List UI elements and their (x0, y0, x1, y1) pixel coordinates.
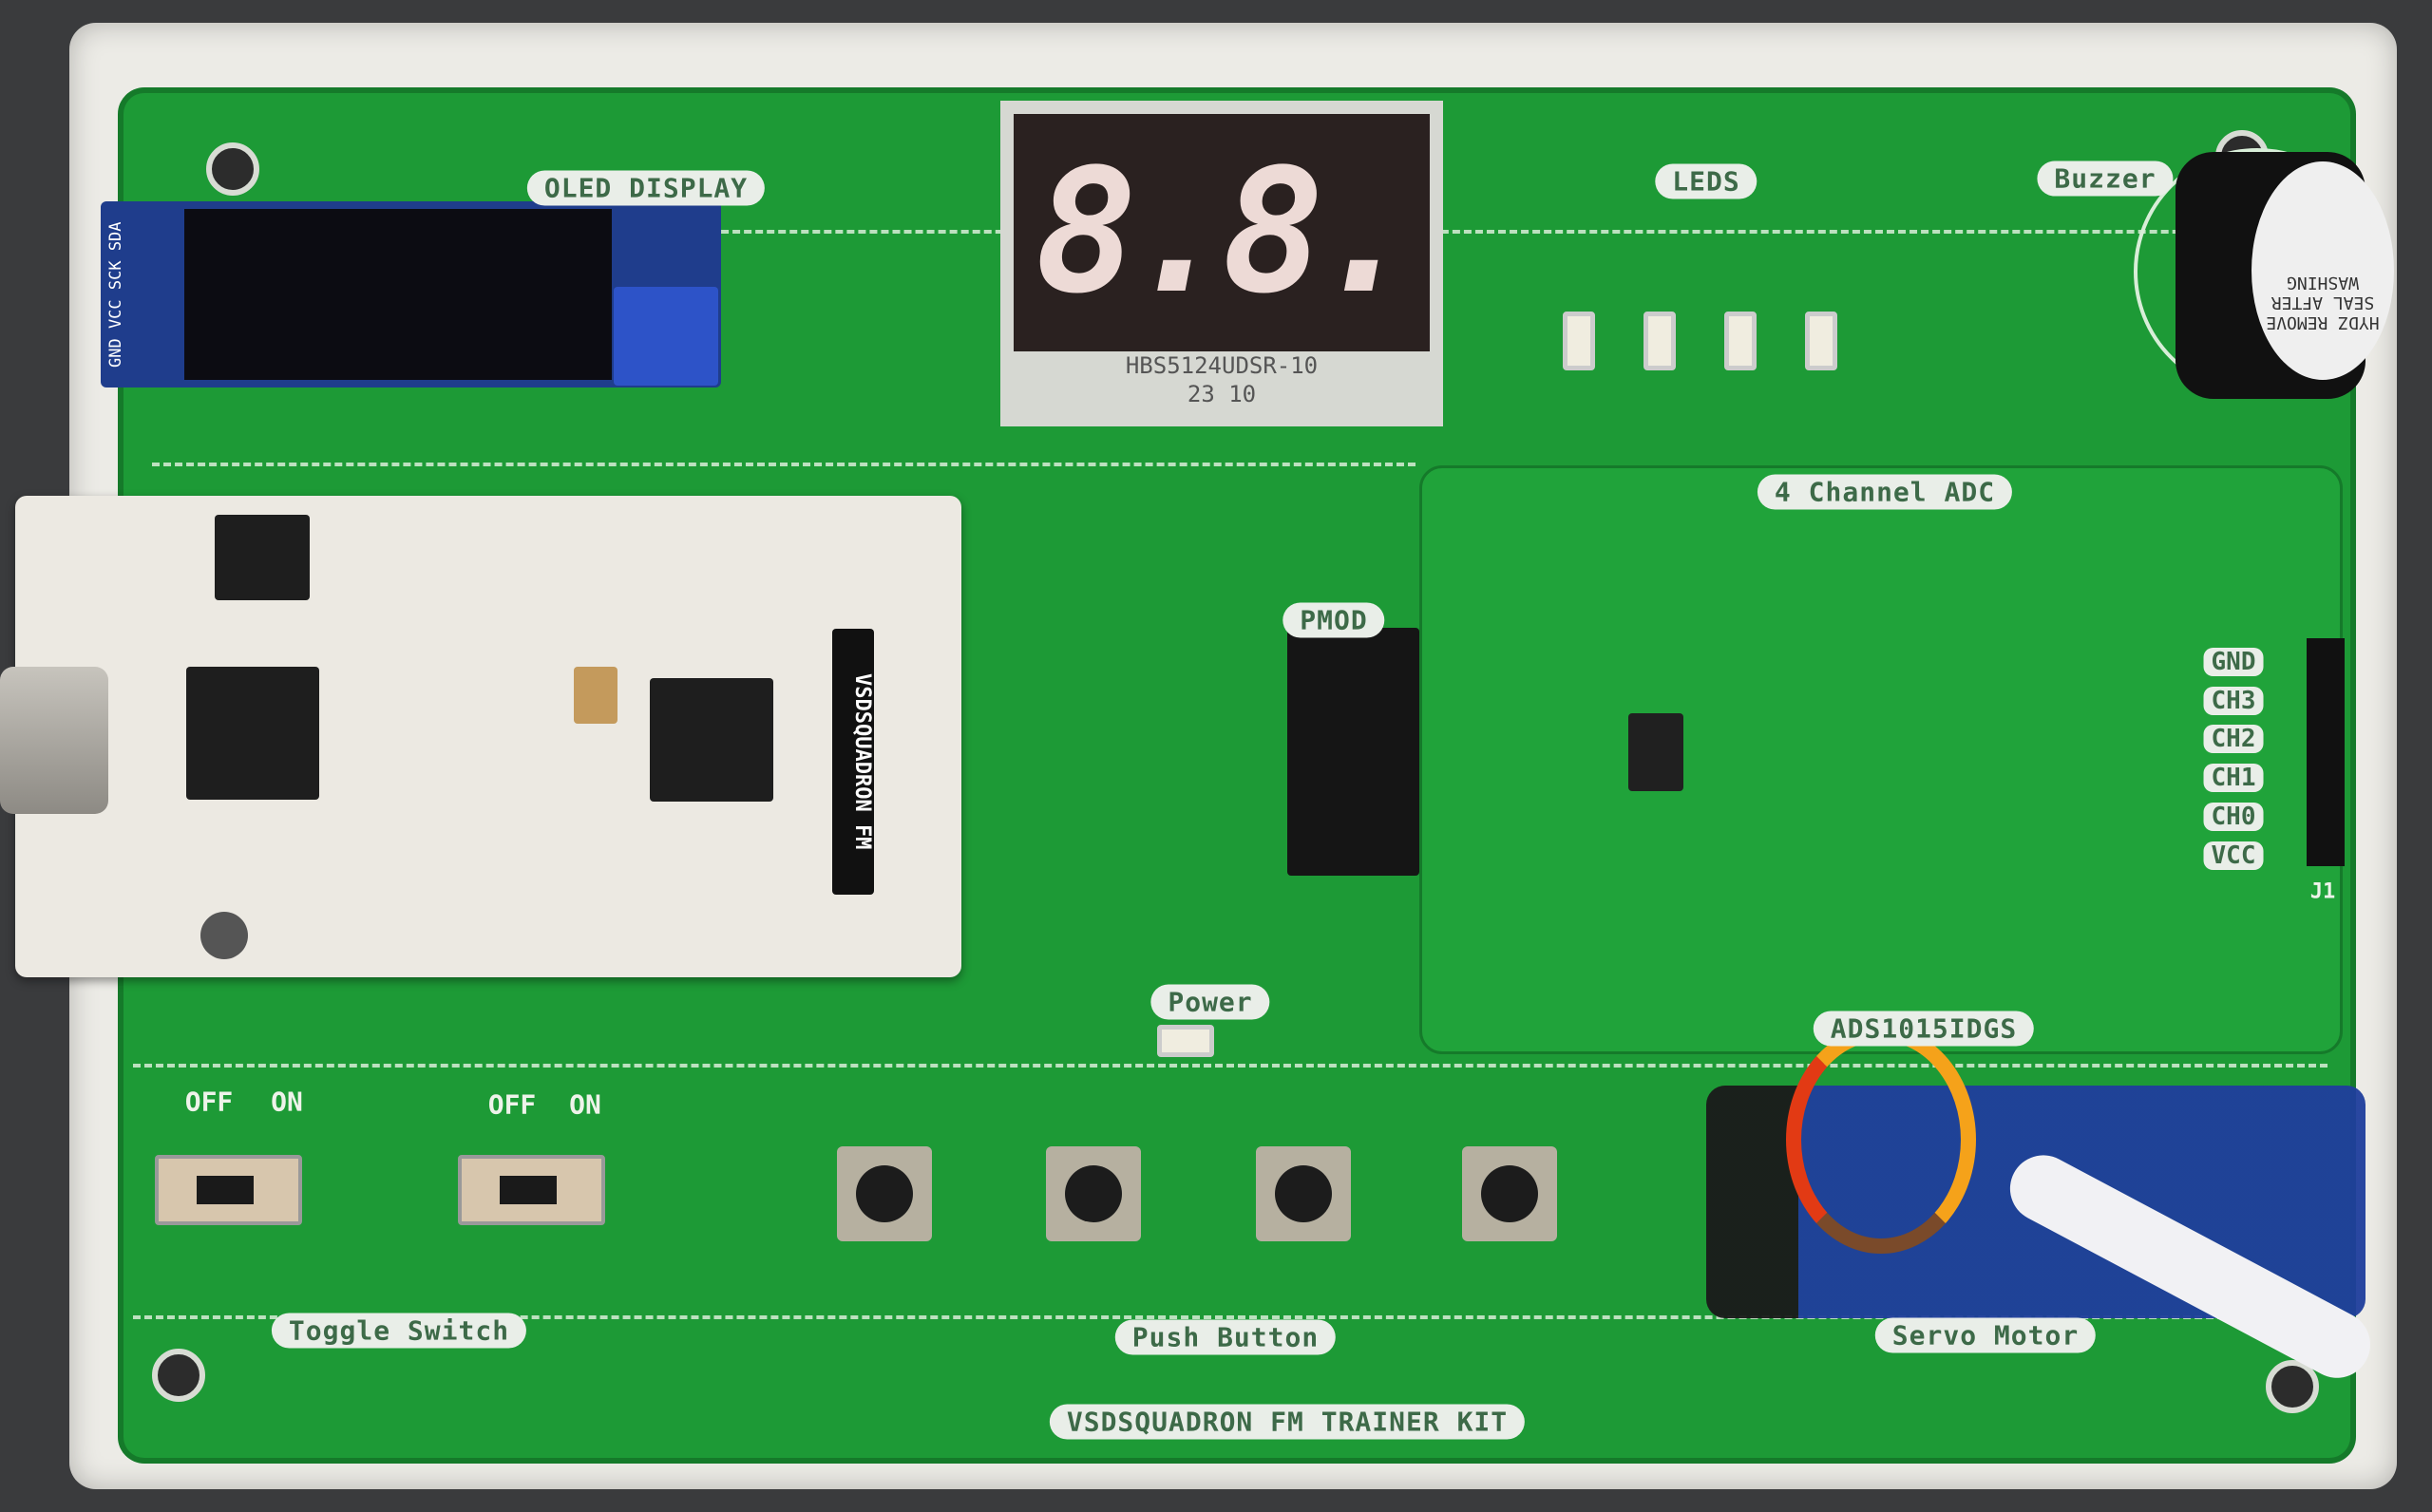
buzzer-seal-label: HYDZ REMOVE SEAL AFTER WASHING (2252, 161, 2394, 380)
oled-screen (184, 209, 612, 380)
push-button[interactable] (1462, 1146, 1557, 1241)
led (1724, 312, 1757, 370)
mount-hole (2266, 1360, 2319, 1413)
adc-chip (1628, 713, 1683, 791)
toggle-switch[interactable] (155, 1155, 302, 1225)
label-leds: LEDS (1655, 163, 1758, 199)
push-button[interactable] (837, 1146, 932, 1241)
section-divider (133, 1315, 2328, 1319)
adc-pin-label: CH2 (2203, 725, 2264, 753)
adc-pin-label: GND (2203, 648, 2264, 676)
section-divider (698, 230, 2294, 234)
label-adc-chip: ADS1015IDGS (1813, 1011, 2035, 1047)
mount-hole (152, 1349, 205, 1402)
dev-board: VSDSQUADRON FM (15, 496, 961, 977)
board-title: VSDSQUADRON FM TRAINER KIT (1049, 1404, 1526, 1440)
label-adc: 4 Channel ADC (1757, 474, 2013, 510)
push-button[interactable] (1256, 1146, 1351, 1241)
usb-bridge-chip (186, 667, 319, 800)
connector-ref: J1 (2309, 879, 2336, 904)
toggle-off-label: OFF (184, 1086, 234, 1118)
crystal (574, 667, 618, 724)
mount-hole (206, 142, 259, 196)
led (1563, 312, 1595, 370)
adc-pin-label: CH0 (2203, 803, 2264, 831)
oled-pin-labels: GND VCC SCK SDA (106, 221, 125, 368)
label-oled-display: OLED DISPLAY (526, 170, 766, 206)
oled-connector (614, 287, 718, 386)
adc-section (1419, 465, 2343, 1054)
segment-face: 8.8. (1014, 114, 1430, 351)
toggle-on-label: ON (569, 1088, 601, 1121)
label-pmod: PMOD (1282, 602, 1385, 638)
usb-c-port[interactable] (0, 667, 108, 814)
oled-module: GND VCC SCK SDA (101, 201, 721, 387)
segment-date-code: 23 10 (1187, 381, 1257, 407)
adc-pin-header[interactable] (2307, 638, 2345, 866)
push-button[interactable] (1046, 1146, 1141, 1241)
reset-button[interactable] (200, 912, 248, 959)
pmod-header[interactable] (1287, 628, 1419, 876)
dev-board-label: VSDSQUADRON FM (832, 629, 874, 895)
adc-pin-label: CH1 (2203, 764, 2264, 792)
fpga-chip (650, 678, 773, 802)
led (1644, 312, 1676, 370)
seven-segment-display: 8.8. HBS5124UDSR-10 23 10 (1000, 101, 1443, 426)
servo-wires (1786, 1026, 1976, 1254)
segment-part-code: HBS5124UDSR-10 (1125, 352, 1319, 379)
label-servo-motor: Servo Motor (1874, 1317, 2097, 1353)
adc-pin-label: VCC (2203, 841, 2264, 870)
chip (215, 515, 310, 600)
adc-pin-label: CH3 (2203, 687, 2264, 715)
power-led (1157, 1025, 1214, 1057)
section-divider (133, 1064, 2328, 1068)
section-divider (152, 463, 1416, 466)
label-power: Power (1150, 984, 1270, 1020)
label-buzzer: Buzzer (2037, 161, 2174, 197)
label-toggle-switch: Toggle Switch (271, 1313, 527, 1349)
toggle-switch[interactable] (458, 1155, 605, 1225)
toggle-on-label: ON (271, 1086, 303, 1118)
label-push-button: Push Button (1114, 1319, 1337, 1355)
toggle-off-label: OFF (487, 1088, 537, 1121)
segment-digits: 8.8. (1035, 133, 1417, 331)
led (1805, 312, 1837, 370)
